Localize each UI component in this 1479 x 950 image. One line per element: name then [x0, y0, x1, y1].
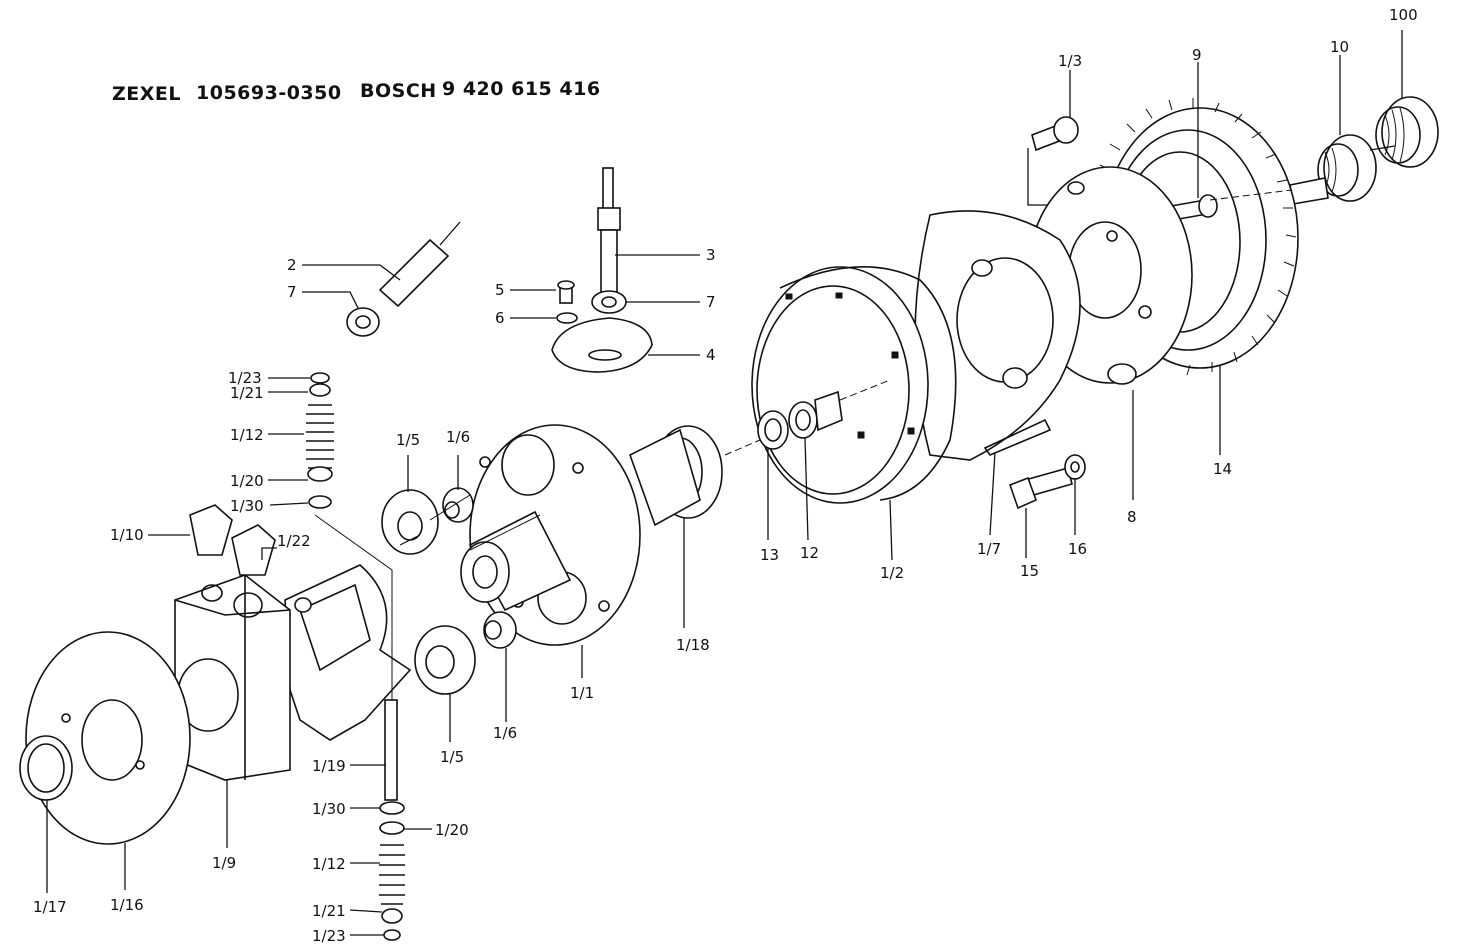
- washer-16: [1064, 454, 1086, 480]
- callout-15: 15: [1020, 562, 1039, 580]
- spring-stack-lower: [379, 801, 405, 941]
- screw-3: [597, 167, 621, 293]
- callout-1-21-upper: 1/21: [230, 384, 264, 402]
- block-1-9: [174, 574, 291, 781]
- circlip-1-17: [19, 735, 73, 801]
- callout-1-5-lower: 1/5: [440, 748, 464, 766]
- ring-1-2: [751, 265, 957, 504]
- washer-6: [556, 312, 578, 324]
- callout-1-2: 1/2: [880, 564, 904, 582]
- callout-1-12-upper: 1/12: [230, 426, 264, 444]
- yoke-1-22: [284, 564, 412, 741]
- nut-7-right: [591, 290, 627, 314]
- washer-12: [788, 390, 843, 439]
- callout-1-6-lower: 1/6: [493, 724, 517, 742]
- bolt-1-3: [1031, 116, 1079, 152]
- callout-12: 12: [800, 544, 819, 562]
- callout-1-30-lower: 1/30: [312, 800, 346, 818]
- callout-100: 100: [1389, 6, 1418, 24]
- callout-1-30-upper: 1/30: [230, 497, 264, 515]
- brand-bosch: BOSCH: [360, 80, 437, 102]
- callout-7-left: 7: [287, 283, 297, 301]
- callout-1-5-upper: 1/5: [396, 431, 420, 449]
- callout-labels: 100 10 9 1/3 2 7 3 5 7 6 4 1/23 1/21 1/1…: [33, 6, 1418, 945]
- callout-1-6-upper: 1/6: [446, 428, 470, 446]
- callout-1-18: 1/18: [676, 636, 710, 654]
- nut-7-left: [346, 307, 380, 337]
- callout-1-20-upper: 1/20: [230, 472, 264, 490]
- roller-1-5-upper: [381, 489, 439, 555]
- callout-1-16: 1/16: [110, 896, 144, 914]
- callout-1-20-lower: 1/20: [435, 821, 469, 839]
- shaft-1-1: [460, 510, 572, 612]
- callout-1-10: 1/10: [110, 526, 144, 544]
- callout-4: 4: [706, 346, 716, 364]
- callout-1-3: 1/3: [1058, 52, 1082, 70]
- screw-5: [557, 280, 575, 304]
- screw-2: [378, 221, 461, 308]
- callout-2: 2: [287, 256, 297, 274]
- roller-1-5-lower: [414, 625, 476, 695]
- callout-1-7: 1/7: [977, 540, 1001, 558]
- callout-5: 5: [495, 281, 505, 299]
- callout-1-12-lower: 1/12: [312, 855, 346, 873]
- callout-9: 9: [1192, 46, 1202, 64]
- callout-3: 3: [706, 246, 716, 264]
- callout-1-22: 1/22: [277, 532, 311, 550]
- roller-1-6-lower: [483, 611, 517, 649]
- callout-1-17: 1/17: [33, 898, 67, 916]
- leader-lines: [46, 30, 1403, 936]
- callout-13: 13: [760, 546, 779, 564]
- brand-zexel: ZEXEL: [112, 83, 181, 105]
- callout-1-23-upper: 1/23: [228, 369, 262, 387]
- cap-1-10-b: [231, 524, 276, 576]
- bosch-part-number: 9 420 615 416: [442, 78, 601, 100]
- cap-1-10-a: [189, 504, 233, 556]
- parts-drawing: [19, 96, 1439, 941]
- callout-10: 10: [1330, 38, 1349, 56]
- bolt-15: [1008, 467, 1073, 510]
- callout-1-19: 1/19: [312, 757, 346, 775]
- callout-8: 8: [1127, 508, 1137, 526]
- callout-1-9: 1/9: [212, 854, 236, 872]
- roller-1-6-upper: [442, 487, 474, 523]
- header: ZEXEL 105693-0350 BOSCH 9 420 615 416: [112, 78, 601, 105]
- plate-4: [551, 317, 653, 373]
- callout-16: 16: [1068, 540, 1087, 558]
- spring-stack-upper: [306, 372, 334, 509]
- sleeve-10: [1317, 134, 1377, 202]
- callout-1-1: 1/1: [570, 684, 594, 702]
- zexel-part-number: 105693-0350: [196, 82, 342, 104]
- callout-14: 14: [1213, 460, 1232, 478]
- callout-1-23-lower: 1/23: [312, 927, 346, 945]
- callout-6: 6: [495, 309, 505, 327]
- nut-100: [1375, 96, 1439, 168]
- rod-1-19: [384, 699, 398, 801]
- callout-1-21-lower: 1/21: [312, 902, 346, 920]
- callout-7-right: 7: [706, 293, 716, 311]
- housing-1-7: [914, 210, 1081, 461]
- washer-13: [757, 410, 789, 450]
- plate-1-16: [25, 631, 191, 845]
